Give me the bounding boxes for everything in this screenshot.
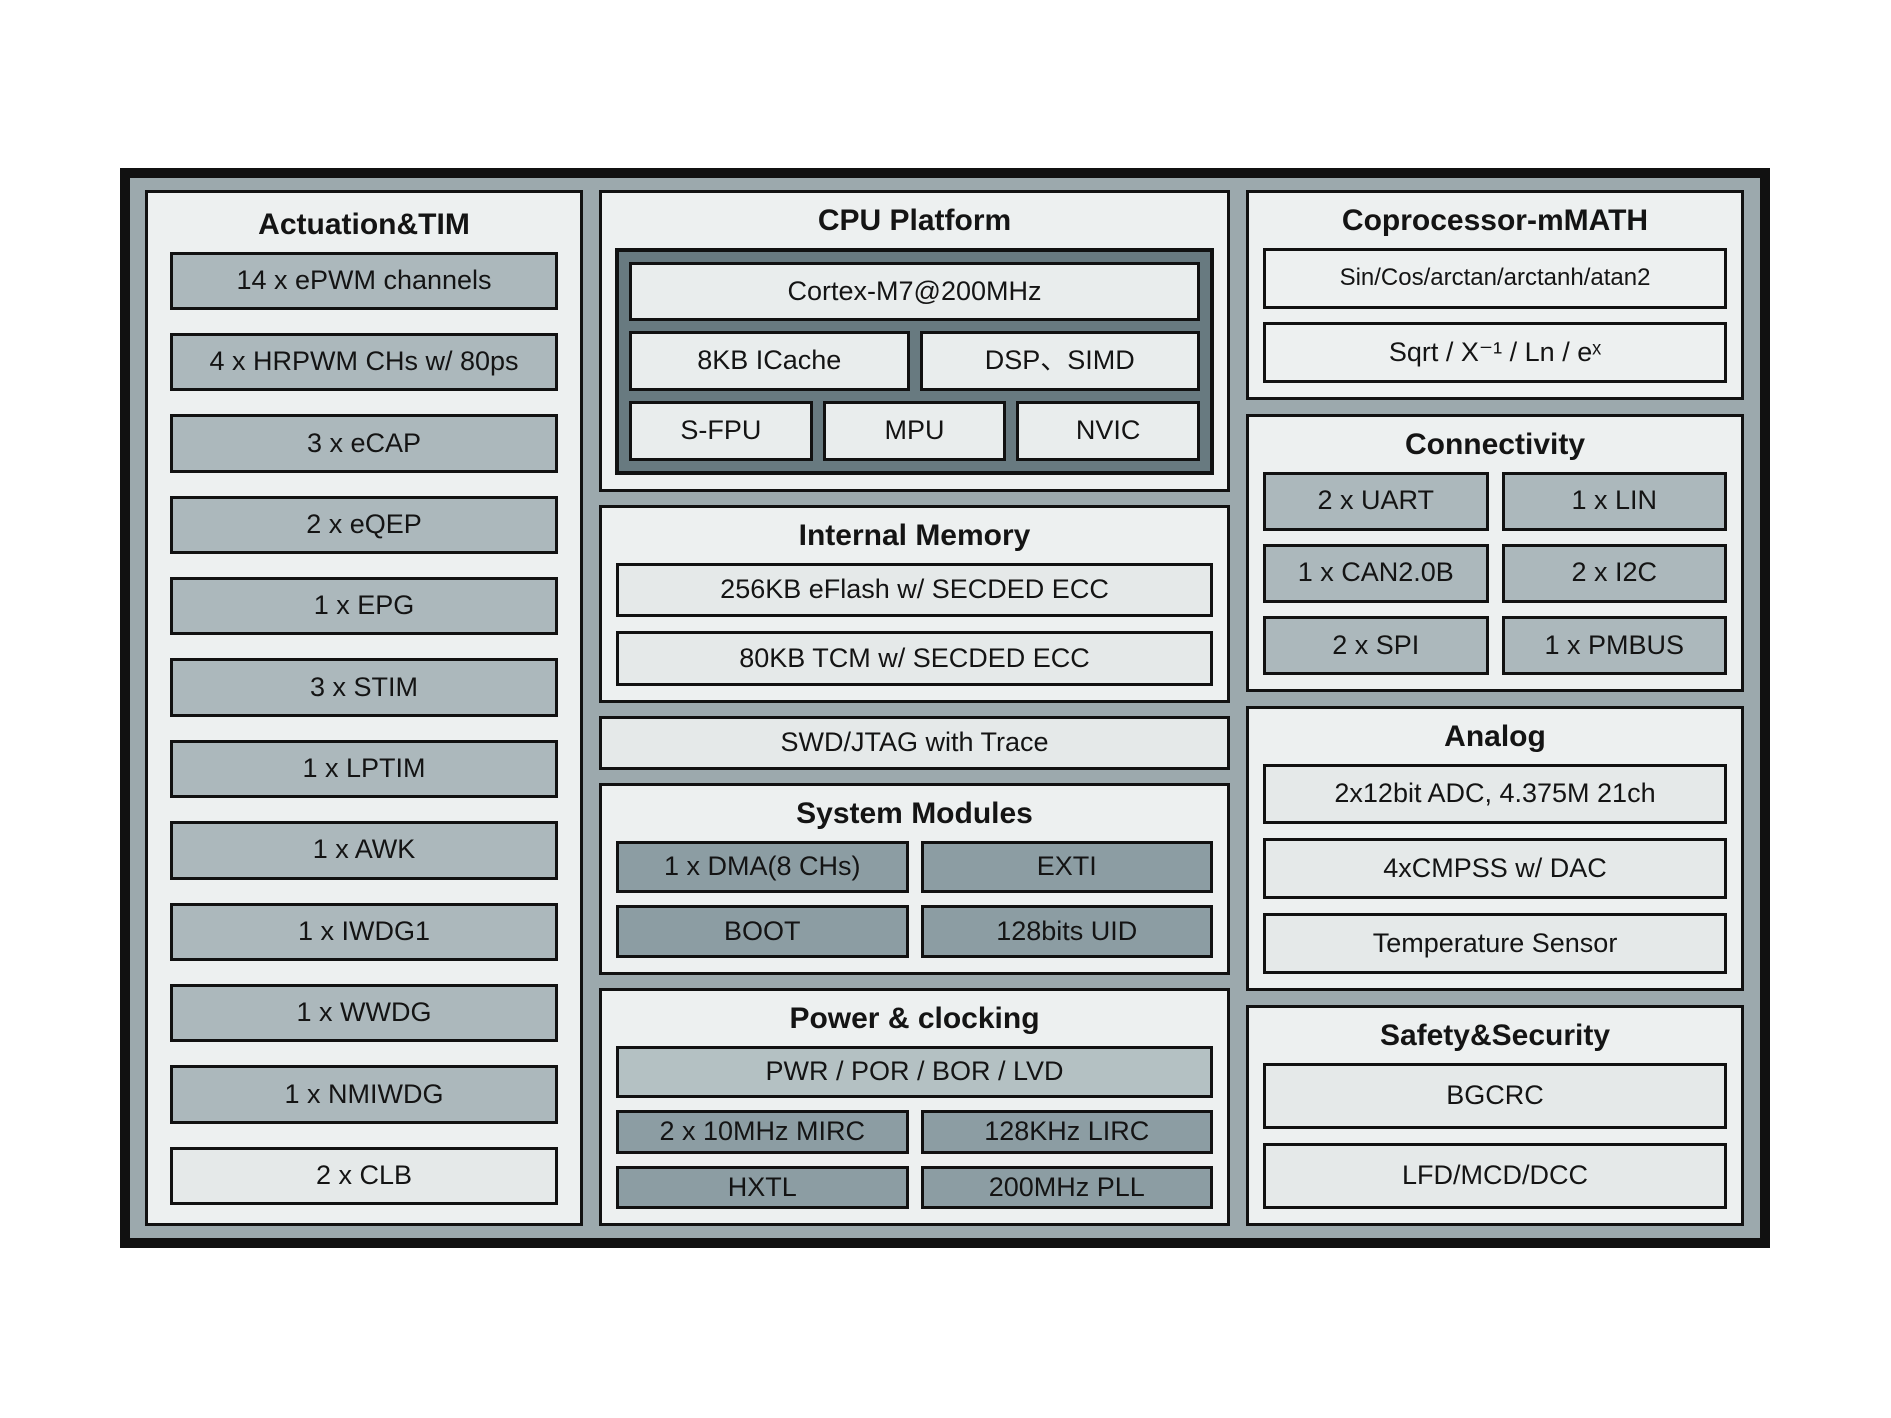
- column-cpu: CPU Platform Cortex-M7@200MHz 8KB ICache…: [599, 190, 1230, 1226]
- soc-block-diagram: Actuation&TIM 14 x ePWM channels 4 x HRP…: [120, 168, 1770, 1248]
- column-actuation: Actuation&TIM 14 x ePWM channels 4 x HRP…: [145, 190, 583, 1226]
- sfpu-box: S-FPU: [629, 401, 813, 461]
- lin-box: 1 x LIN: [1501, 471, 1727, 531]
- nvic-box: NVIC: [1016, 401, 1200, 461]
- i2c-box: 2 x I2C: [1501, 543, 1727, 603]
- adc-box: 2x12bit ADC, 4.375M 21ch: [1263, 763, 1727, 825]
- wwdg-box: 1 x WWDG: [170, 983, 558, 1043]
- lfd-mcd-dcc-box: LFD/MCD/DCC: [1263, 1142, 1727, 1209]
- connectivity-title: Connectivity: [1404, 428, 1586, 461]
- epwm-channels-box: 14 x ePWM channels: [170, 251, 558, 310]
- bgcrc-box: BGCRC: [1263, 1062, 1727, 1129]
- cpu-row-cache-dsp: 8KB ICache DSP、SIMD: [629, 331, 1200, 392]
- panel-analog: Analog 2x12bit ADC, 4.375M 21ch 4xCMPSS …: [1246, 706, 1744, 991]
- hrpwm-chs-box: 4 x HRPWM CHs w/ 80ps: [170, 332, 558, 392]
- epg-box: 1 x EPG: [170, 577, 558, 636]
- pwr-por-bor-lvd-bar: PWR / POR / BOR / LVD: [616, 1045, 1213, 1099]
- cpu-core-container: Cortex-M7@200MHz 8KB ICache DSP、SIMD S-F…: [615, 247, 1214, 475]
- panel-cpu-platform: CPU Platform Cortex-M7@200MHz 8KB ICache…: [599, 190, 1230, 492]
- safety-security-title: Safety&Security: [1379, 1019, 1611, 1052]
- iwdg1-box: 1 x IWDG1: [170, 902, 558, 961]
- uid-box: 128bits UID: [920, 905, 1213, 958]
- cmpss-box: 4xCMPSS w/ DAC: [1263, 838, 1727, 900]
- clb-box: 2 x CLB: [170, 1146, 558, 1205]
- panel-internal-memory: Internal Memory 256KB eFlash w/ SECDED E…: [599, 505, 1230, 703]
- swd-jtag-trace-bar: SWD/JTAG with Trace: [599, 716, 1230, 770]
- analog-title: Analog: [1444, 720, 1546, 753]
- analog-items: 2x12bit ADC, 4.375M 21ch 4xCMPSS w/ DAC …: [1263, 763, 1727, 975]
- temperature-sensor-box: Temperature Sensor: [1263, 913, 1727, 974]
- ecap-box: 3 x eCAP: [170, 414, 558, 473]
- dma-box: 1 x DMA(8 CHs): [616, 840, 909, 894]
- power-clocking-items: PWR / POR / BOR / LVD 2 x 10MHz MIRC 128…: [616, 1045, 1213, 1209]
- panel-power-clocking: Power & clocking PWR / POR / BOR / LVD 2…: [599, 988, 1230, 1226]
- lirc-box: 128KHz LIRC: [920, 1110, 1213, 1154]
- column-peripherals: Coprocessor-mMATH Sin/Cos/arctan/arctanh…: [1246, 190, 1744, 1226]
- power-clock-grid: 2 x 10MHz MIRC 128KHz LIRC HXTL 200MHz P…: [616, 1110, 1213, 1209]
- nmiwdg-box: 1 x NMIWDG: [170, 1065, 558, 1124]
- mirc-box: 2 x 10MHz MIRC: [616, 1110, 909, 1154]
- coprocessor-items: Sin/Cos/arctan/arctanh/atan2 Sqrt / X⁻¹ …: [1263, 247, 1727, 383]
- system-modules-title: System Modules: [796, 797, 1033, 830]
- panel-system-modules: System Modules 1 x DMA(8 CHs) EXTI BOOT …: [599, 783, 1230, 975]
- cpu-row-fpu-mpu-nvic: S-FPU MPU NVIC: [629, 401, 1200, 461]
- cortex-m7-box: Cortex-M7@200MHz: [629, 261, 1200, 322]
- sqrt-ln-exp-box: Sqrt / X⁻¹ / Ln / eˣ: [1263, 321, 1727, 383]
- panel-actuation-tim: Actuation&TIM 14 x ePWM channels 4 x HRP…: [145, 190, 583, 1226]
- eflash-box: 256KB eFlash w/ SECDED ECC: [616, 562, 1213, 618]
- actuation-tim-items: 14 x ePWM channels 4 x HRPWM CHs w/ 80ps…: [170, 251, 558, 1205]
- internal-memory-items: 256KB eFlash w/ SECDED ECC 80KB TCM w/ S…: [616, 562, 1213, 686]
- awk-box: 1 x AWK: [170, 821, 558, 880]
- stim-box: 3 x STIM: [170, 658, 558, 717]
- trig-functions-box: Sin/Cos/arctan/arctanh/atan2: [1263, 247, 1727, 309]
- can-box: 1 x CAN2.0B: [1263, 543, 1489, 603]
- eqep-box: 2 x eQEP: [170, 495, 558, 554]
- tcm-box: 80KB TCM w/ SECDED ECC: [616, 631, 1213, 686]
- internal-memory-title: Internal Memory: [798, 519, 1031, 552]
- uart-box: 2 x UART: [1263, 471, 1489, 531]
- coprocessor-mmath-title: Coprocessor-mMATH: [1341, 204, 1649, 237]
- mpu-box: MPU: [822, 401, 1007, 461]
- exti-box: EXTI: [920, 840, 1213, 894]
- pll-box: 200MHz PLL: [920, 1165, 1213, 1209]
- cpu-row-core: Cortex-M7@200MHz: [629, 261, 1200, 322]
- icache-box: 8KB ICache: [629, 331, 910, 392]
- panel-connectivity: Connectivity 2 x UART 1 x LIN 1 x CAN2.0…: [1246, 414, 1744, 692]
- system-modules-grid: 1 x DMA(8 CHs) EXTI BOOT 128bits UID: [616, 840, 1213, 958]
- power-clocking-title: Power & clocking: [789, 1002, 1040, 1035]
- panel-coprocessor-mmath: Coprocessor-mMATH Sin/Cos/arctan/arctanh…: [1246, 190, 1744, 400]
- connectivity-grid: 2 x UART 1 x LIN 1 x CAN2.0B 2 x I2C 2 x…: [1263, 471, 1727, 675]
- actuation-tim-title: Actuation&TIM: [258, 208, 470, 241]
- spi-box: 2 x SPI: [1263, 615, 1489, 675]
- pmbus-box: 1 x PMBUS: [1501, 615, 1727, 675]
- boot-box: BOOT: [616, 905, 909, 958]
- hxtl-box: HXTL: [616, 1165, 909, 1209]
- safety-items: BGCRC LFD/MCD/DCC: [1263, 1062, 1727, 1209]
- dsp-simd-box: DSP、SIMD: [919, 331, 1200, 392]
- lptim-box: 1 x LPTIM: [170, 739, 558, 799]
- panel-safety-security: Safety&Security BGCRC LFD/MCD/DCC: [1246, 1005, 1744, 1226]
- cpu-platform-title: CPU Platform: [817, 204, 1012, 237]
